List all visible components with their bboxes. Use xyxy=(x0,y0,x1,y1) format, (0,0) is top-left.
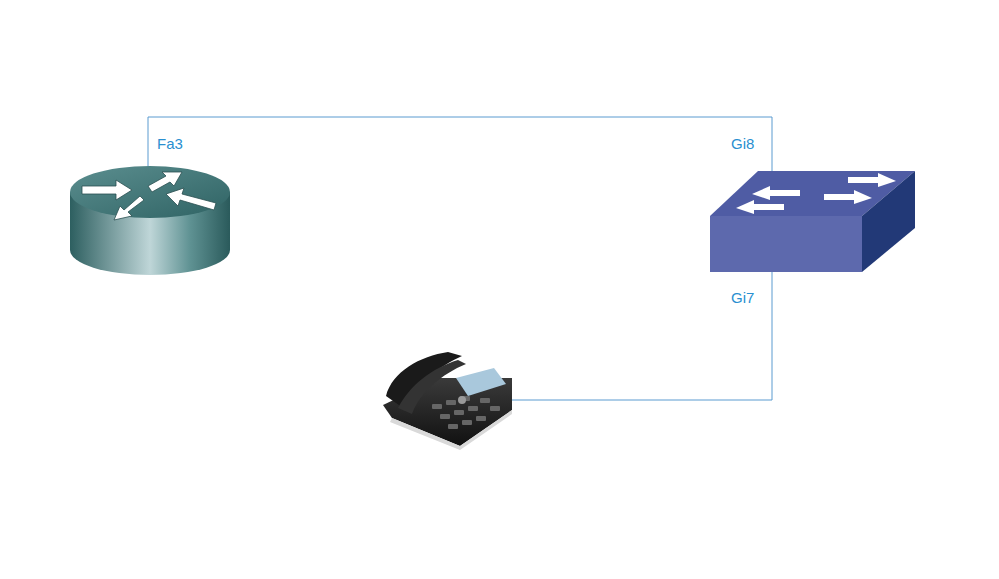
wire xyxy=(148,117,772,172)
wire xyxy=(508,272,772,400)
port-label: Fa3 xyxy=(157,136,183,151)
router-icon xyxy=(70,166,230,275)
port-label: Gi7 xyxy=(731,290,754,305)
phone-icon xyxy=(383,352,512,450)
switch-icon xyxy=(710,171,915,272)
port-label: Gi8 xyxy=(731,136,754,151)
